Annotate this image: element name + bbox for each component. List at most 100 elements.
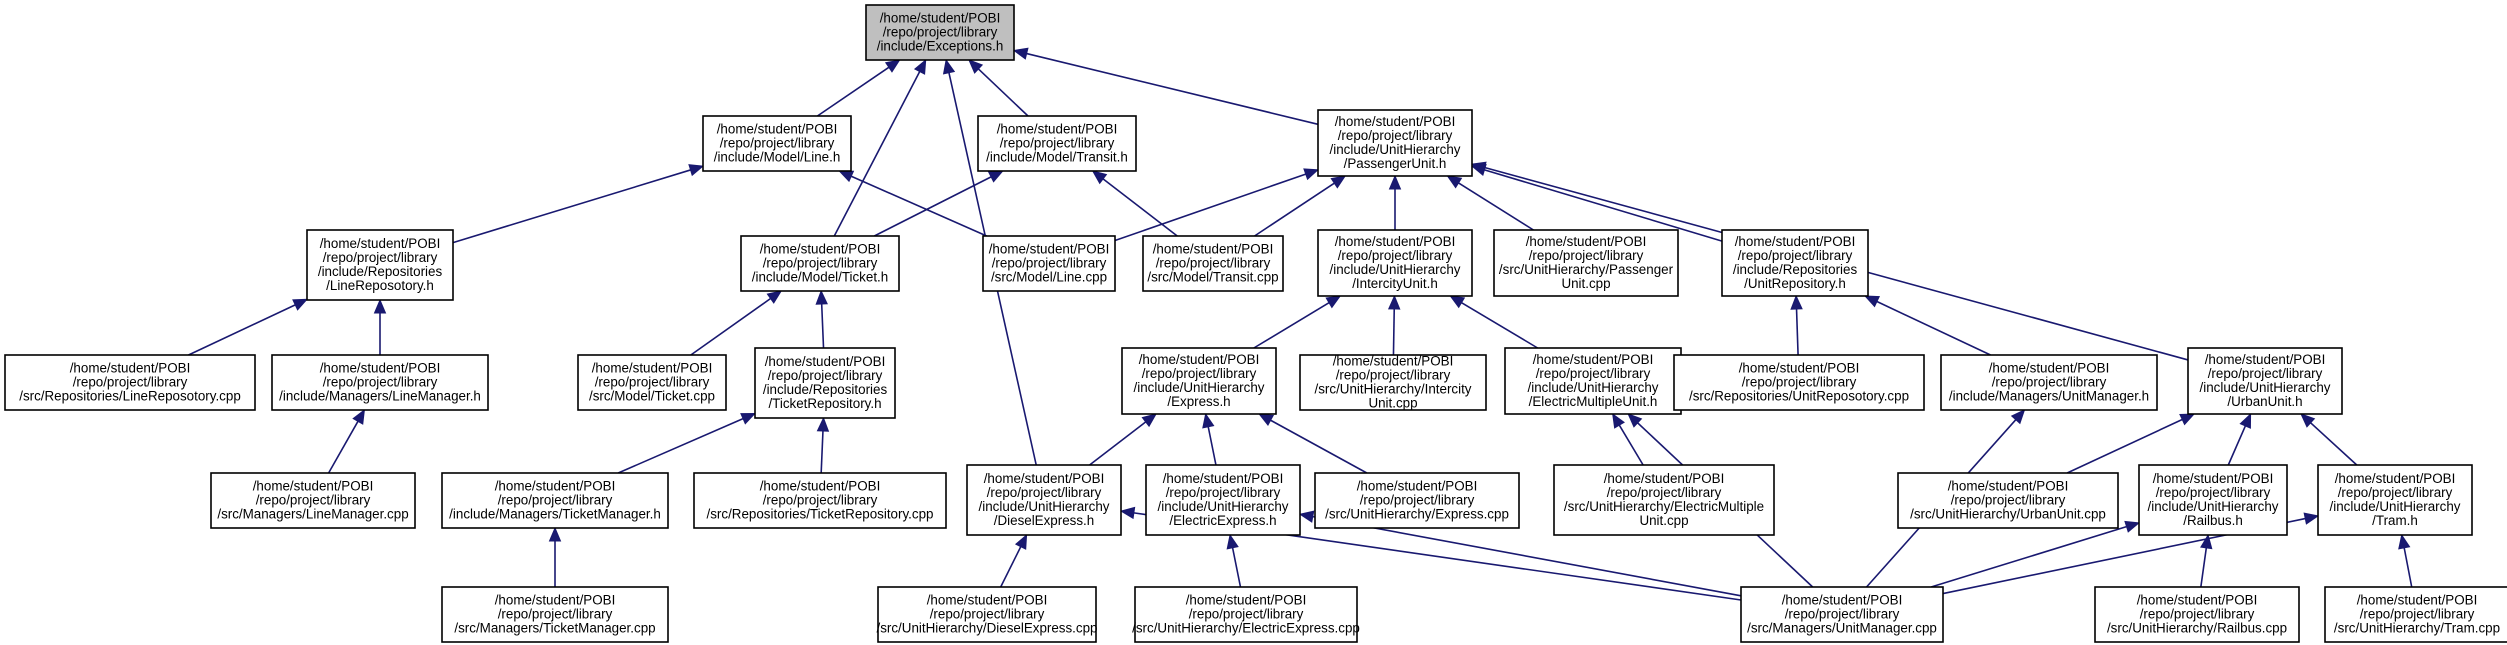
node-label-line: /include/UnitHierarchy [1158, 499, 1289, 514]
file-node-ticket-h[interactable]: /home/student/POBI/repo/project/library/… [740, 235, 900, 292]
node-label-line: /src/Model/Transit.cpp [1147, 270, 1278, 285]
node-label-line: /repo/project/library [1738, 248, 1853, 263]
node-label-line: /include/Repositories [318, 264, 443, 279]
node-label-line: /ElectricMultipleUnit.h [1529, 394, 1658, 409]
file-node-ticketrepository-cpp[interactable]: /home/student/POBI/repo/project/library/… [693, 472, 947, 529]
node-label-line: /Tram.h [2372, 513, 2418, 528]
node-label-line: /LineReposotory.h [326, 278, 434, 293]
file-node-electricmultipleunit-h[interactable]: /home/student/POBI/repo/project/library/… [1504, 347, 1682, 415]
node-label-line: /repo/project/library [768, 368, 883, 383]
file-node-tram-h[interactable]: /home/student/POBI/repo/project/library/… [2317, 464, 2473, 536]
node-label-line: /home/student/POBI [1526, 234, 1647, 249]
edge-line [2227, 425, 2247, 466]
node-label-line: /home/student/POBI [927, 593, 1048, 608]
edge-line [816, 66, 890, 117]
node-label-line: /src/UnitHierarchy/Tram.cpp [2334, 621, 2500, 636]
arrowhead [2010, 409, 2026, 425]
edge-unitmanager-cpp-to-electricexpress-h [1298, 510, 1742, 597]
edge-ticket-cpp-to-ticket-h [690, 290, 783, 356]
arrowhead [1298, 510, 1315, 523]
file-node-ticketmanager-h[interactable]: /home/student/POBI/repo/project/library/… [441, 472, 669, 529]
file-node-ticket-cpp[interactable]: /home/student/POBI/repo/project/library/… [577, 354, 727, 411]
arrowhead [1790, 294, 1803, 310]
node-box [740, 235, 900, 292]
file-node-ticketmanager-cpp[interactable]: /home/student/POBI/repo/project/library/… [441, 586, 669, 643]
file-node-intercityunit-h[interactable]: /home/student/POBI/repo/project/library/… [1317, 229, 1473, 297]
node-box [1134, 586, 1358, 643]
edge-line [1253, 302, 1330, 349]
file-node-tram-cpp[interactable]: /home/student/POBI/repo/project/library/… [2324, 586, 2507, 643]
file-node-intercityunit-cpp[interactable]: /home/student/POBI/repo/project/library/… [1299, 354, 1487, 411]
node-label-line: /home/student/POBI [1782, 593, 1903, 608]
file-node-passengerunit-cpp[interactable]: /home/student/POBI/repo/project/library/… [1493, 229, 1679, 297]
node-label-line: /home/student/POBI [592, 361, 713, 376]
edge-express-cpp-to-express-h [1258, 413, 1368, 474]
edge-line-h-to-exceptions-h [816, 59, 901, 117]
edge-line [1461, 301, 1539, 349]
node-box [702, 115, 852, 172]
edge-transit-h-to-exceptions-h [968, 59, 1029, 117]
node-label-line: /src/UnitHierarchy/Intercity [1315, 382, 1472, 397]
edge-line [977, 68, 1029, 117]
file-node-line-h[interactable]: /home/student/POBI/repo/project/library/… [702, 115, 852, 172]
file-node-express-cpp[interactable]: /home/student/POBI/repo/project/library/… [1314, 472, 1520, 529]
arrowhead [1014, 533, 1028, 550]
node-box [982, 235, 1116, 292]
file-node-unitmanager-h[interactable]: /home/student/POBI/repo/project/library/… [1940, 354, 2158, 411]
file-node-railbus-cpp[interactable]: /home/student/POBI/repo/project/library/… [2094, 586, 2300, 643]
file-node-electricexpress-h[interactable]: /home/student/POBI/repo/project/library/… [1145, 464, 1301, 536]
node-label-line: /repo/project/library [883, 25, 998, 40]
file-node-express-h[interactable]: /home/student/POBI/repo/project/library/… [1121, 347, 1277, 415]
arrowhead [1388, 174, 1402, 190]
file-node-ticketrepository-h[interactable]: /home/student/POBI/repo/project/library/… [754, 347, 896, 419]
arrowhead [1863, 295, 1881, 308]
edge-linerepository-h-to-line-h [452, 164, 705, 244]
node-label-line: /home/student/POBI [320, 361, 441, 376]
file-node-dieselexpress-cpp[interactable]: /home/student/POBI/repo/project/library/… [876, 586, 1098, 643]
arrowhead [688, 164, 705, 177]
node-label-line: /src/UnitHierarchy/UrbanUnit.cpp [1910, 507, 2106, 522]
node-label-line: /repo/project/library [930, 607, 1045, 622]
arrowhead [1141, 413, 1158, 428]
edge-railbus-cpp-to-railbus-h [2200, 533, 2213, 588]
node-box [4, 354, 256, 411]
edge-line [820, 303, 825, 349]
edge-line [1876, 300, 1991, 356]
node-label-line: /include/Managers/UnitManager.h [1949, 389, 2149, 404]
node-label-line: /repo/project/library [1992, 375, 2107, 390]
node-label-line: /repo/project/library [763, 493, 878, 508]
node-label-line: /repo/project/library [2338, 485, 2453, 500]
file-node-urbanunit-cpp[interactable]: /home/student/POBI/repo/project/library/… [1897, 472, 2119, 529]
node-label-line: /home/student/POBI [1735, 234, 1856, 249]
node-label-line: /home/student/POBI [70, 361, 191, 376]
edge-unitmanager-h-to-unitrepository-h [1863, 295, 1991, 356]
file-node-transit-h[interactable]: /home/student/POBI/repo/project/library/… [977, 115, 1137, 172]
node-label-line: /home/student/POBI [1948, 479, 2069, 494]
file-node-electricmultipleunit-cpp[interactable]: /home/student/POBI/repo/project/library/… [1553, 464, 1775, 536]
file-node-exceptions-h[interactable]: /home/student/POBI/repo/project/library/… [865, 4, 1015, 61]
edge-passengerunit-cpp-to-passengerunit-h [1446, 175, 1534, 231]
file-node-electricexpress-cpp[interactable]: /home/student/POBI/repo/project/library/… [1132, 586, 1360, 643]
node-label-line: /repo/project/library [323, 250, 438, 265]
file-node-linemanager-h[interactable]: /home/student/POBI/repo/project/library/… [271, 354, 489, 411]
arrowhead [548, 526, 562, 542]
file-node-passengerunit-h[interactable]: /home/student/POBI/repo/project/library/… [1317, 109, 1473, 177]
node-box [1940, 354, 2158, 411]
node-label-line: /home/student/POBI [253, 479, 374, 494]
node-label-line: /include/Exceptions.h [877, 39, 1004, 54]
file-node-urbanunit-h[interactable]: /home/student/POBI/repo/project/library/… [2187, 347, 2343, 415]
file-node-unitrepository-cpp[interactable]: /home/student/POBI/repo/project/library/… [1673, 354, 1925, 411]
file-node-unitmanager-cpp[interactable]: /home/student/POBI/repo/project/library/… [1740, 586, 1944, 643]
file-node-transit-cpp[interactable]: /home/student/POBI/repo/project/library/… [1142, 235, 1284, 292]
arrowhead [2200, 533, 2213, 550]
file-node-railbus-h[interactable]: /home/student/POBI/repo/project/library/… [2138, 464, 2288, 536]
file-node-unitrepository-h[interactable]: /home/student/POBI/repo/project/library/… [1721, 229, 1869, 297]
arrowhead [1226, 533, 1239, 550]
file-node-linerepository-h[interactable]: /home/student/POBI/repo/project/library/… [306, 229, 454, 301]
node-box [977, 115, 1137, 172]
file-node-dieselexpress-h[interactable]: /home/student/POBI/repo/project/library/… [966, 464, 1122, 536]
file-node-linerepository-cpp[interactable]: /home/student/POBI/repo/project/library/… [4, 354, 256, 411]
arrowhead [816, 416, 830, 432]
file-node-linemanager-cpp[interactable]: /home/student/POBI/repo/project/library/… [210, 472, 416, 529]
file-node-line-cpp[interactable]: /home/student/POBI/repo/project/library/… [982, 235, 1116, 292]
